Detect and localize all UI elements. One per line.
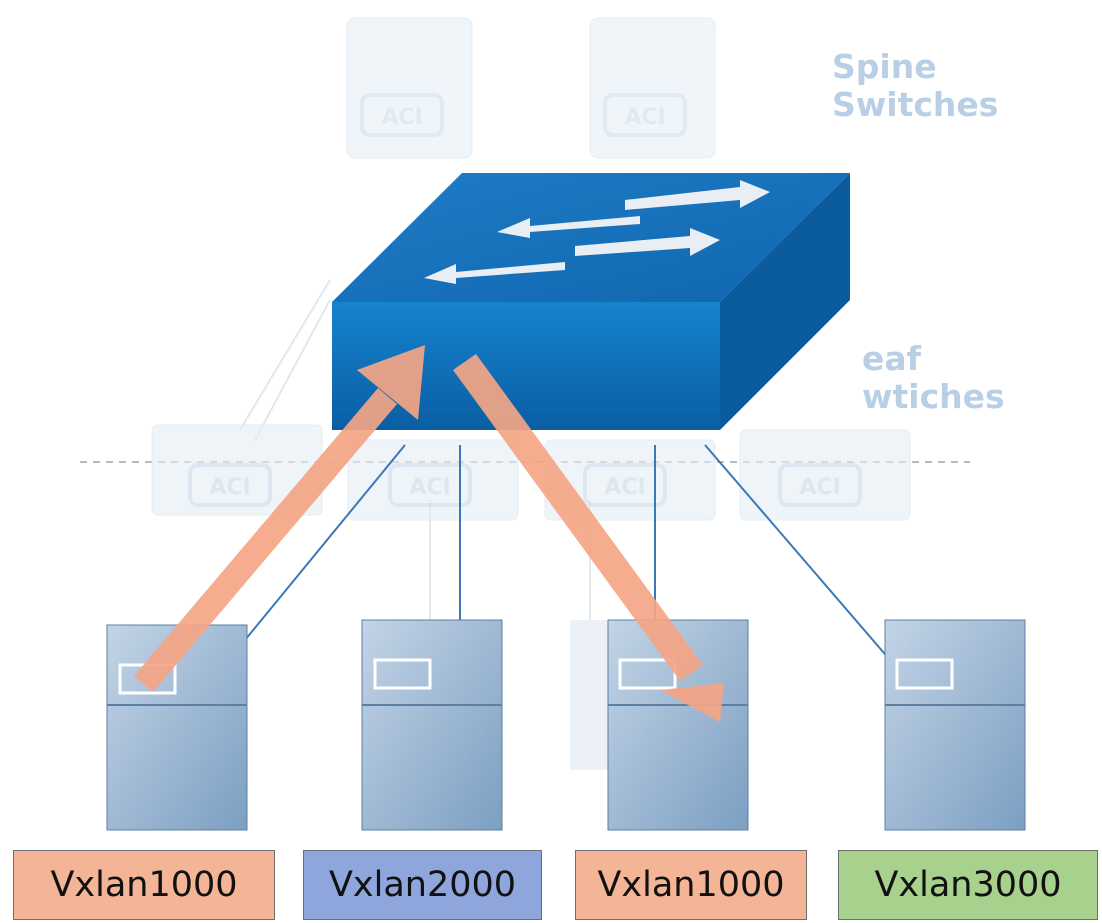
vxlan-label-4: Vxlan3000 <box>838 850 1098 920</box>
spine-switch-2: ACI <box>589 17 716 159</box>
spine-switch-2-badge: ACI <box>624 105 665 130</box>
vxlan-label-2: Vxlan2000 <box>303 850 542 920</box>
leaf-switch-4: ACI <box>739 429 911 521</box>
switch-traffic-arrows-icon <box>424 180 770 284</box>
leaf-switch-3: ACI <box>544 439 716 521</box>
server-4-drive-icon <box>895 658 954 690</box>
spine-switch-1-badge: ACI <box>381 105 422 130</box>
leaf-switch-main <box>332 173 850 430</box>
leaf-switch-2: ACI <box>347 439 519 521</box>
leaf-label: eaf wtiches <box>862 340 1005 416</box>
leaf-switch-2-badge: ACI <box>409 475 450 500</box>
server-4 <box>884 619 1026 831</box>
link-server-4 <box>704 444 891 661</box>
spine-label-line1: Spine <box>832 47 937 86</box>
leaf-switch-4-badge: ACI <box>799 475 840 500</box>
server-2 <box>361 619 503 831</box>
spine-switch-1: ACI <box>346 17 473 159</box>
server-2-drive-icon <box>373 658 432 690</box>
server-links <box>244 444 891 661</box>
leaf-switch-3-badge: ACI <box>604 475 645 500</box>
vxlan-label-1: Vxlan1000 <box>13 850 275 920</box>
vxlan-label-3: Vxlan1000 <box>575 850 807 920</box>
link-server-1 <box>244 444 406 641</box>
leaf-label-line2: wtiches <box>862 377 1005 416</box>
leaf-switch-1-badge: ACI <box>209 475 250 500</box>
leaf-switch-1: ACI <box>151 424 323 516</box>
spine-label-line2: Switches <box>832 85 999 124</box>
traffic-arrow-down-icon <box>453 354 724 722</box>
leaf-label-line1: eaf <box>862 339 922 378</box>
switch-side-face <box>720 173 850 430</box>
spine-label: Spine Switches <box>832 48 998 124</box>
switch-top-face <box>332 173 850 302</box>
traffic-arrow-up-icon <box>134 345 425 692</box>
